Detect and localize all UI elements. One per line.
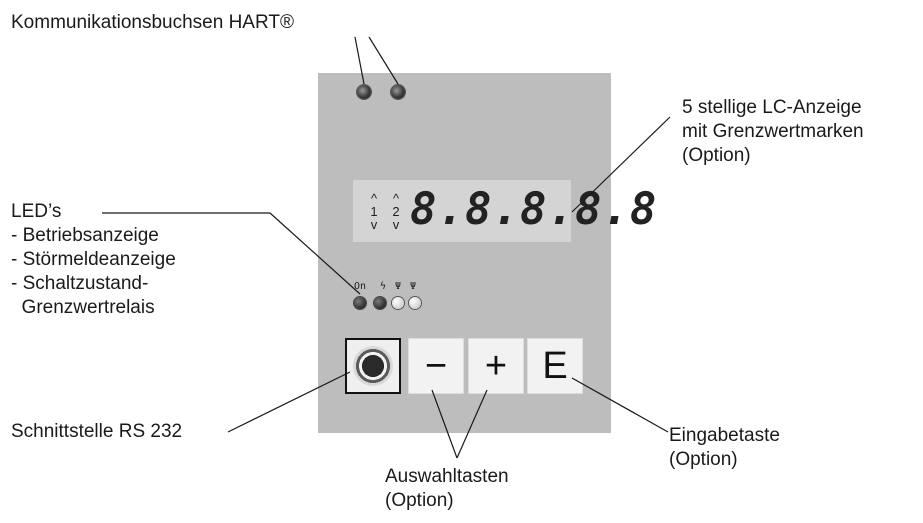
led-relay-1 xyxy=(392,297,404,309)
minus-button[interactable]: − xyxy=(408,338,464,394)
up-arrow-icon: ^ xyxy=(392,191,400,206)
callout-hart-right xyxy=(368,36,399,85)
led-label-fault: ϟ xyxy=(380,281,387,292)
plus-button[interactable]: + xyxy=(468,338,524,394)
enter-button[interactable]: E xyxy=(527,338,583,394)
limit-mark-2: ^ 2 v xyxy=(390,192,402,232)
led-label-relay1: Ψ xyxy=(395,281,402,292)
callout-hart-left xyxy=(354,36,365,85)
limit-mark-1-number: 1 xyxy=(370,204,378,219)
led-label-on: On xyxy=(354,281,367,292)
down-arrow-icon: v xyxy=(370,217,378,232)
callout-plus xyxy=(456,389,488,459)
rs232-socket-icon xyxy=(353,346,393,386)
callout-lcd xyxy=(571,116,671,213)
callout-rs232 xyxy=(227,371,351,433)
callout-leds-d xyxy=(269,212,361,295)
down-arrow-icon: v xyxy=(392,217,400,232)
hart-jack-left[interactable] xyxy=(357,85,371,99)
led-relay-2 xyxy=(409,297,421,309)
led-fault xyxy=(374,297,386,309)
up-arrow-icon: ^ xyxy=(370,191,378,206)
label-lcd: 5 stellige LC-Anzeige mit Grenzwertmarke… xyxy=(682,97,864,166)
led-label-relay2: Ψ xyxy=(410,281,417,292)
lcd-display xyxy=(353,180,571,242)
lcd-digits: 8.8.8.8.8 xyxy=(410,184,658,235)
label-hart: Kommunikationsbuchsen HART® xyxy=(11,12,294,33)
label-rs232: Schnittstelle RS 232 xyxy=(11,421,183,442)
callout-enter xyxy=(571,377,669,433)
callout-minus xyxy=(431,389,458,459)
limit-mark-2-number: 2 xyxy=(392,204,400,219)
hart-jack-right[interactable] xyxy=(391,85,405,99)
rs232-port[interactable] xyxy=(345,338,401,394)
label-auswahltasten: Auswahltasten (Option) xyxy=(385,466,509,511)
limit-mark-1: ^ 1 v xyxy=(368,192,380,232)
label-leds: LED’s - Betriebsanzeige - Störmeldeanzei… xyxy=(11,201,176,318)
label-eingabetaste: Eingabetaste (Option) xyxy=(669,425,780,470)
led-operation xyxy=(354,297,366,309)
